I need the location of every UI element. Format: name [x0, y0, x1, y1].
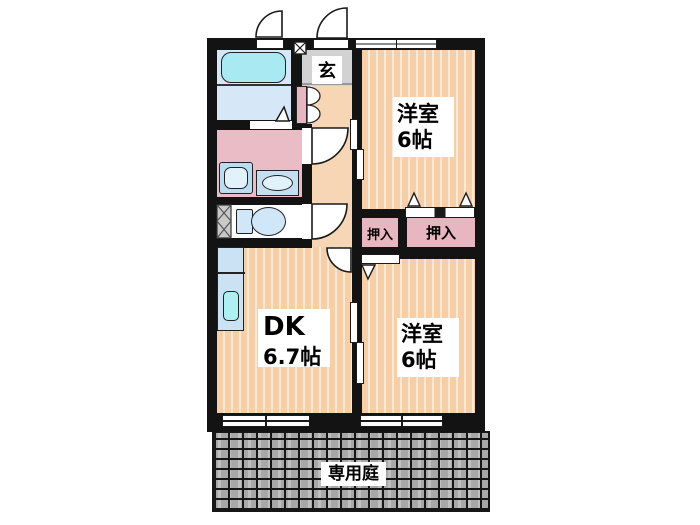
bathroom-divider-line: [217, 84, 291, 86]
wall-left: [207, 38, 217, 432]
sliding-door-top-room-panel-a: [350, 119, 358, 150]
bathroom-door-opening: [250, 121, 292, 129]
wall-toilet-bottom: [217, 238, 312, 248]
western-room-bottom-name: 洋室: [401, 322, 443, 346]
closet-left-fusuma: [361, 254, 400, 264]
kitchen-sink: [223, 291, 239, 321]
washbasin-bowl: [224, 167, 248, 189]
dk-size: 6.7帖: [263, 344, 322, 369]
western-room-top-name: 洋室: [397, 102, 439, 126]
genkan-step-line: [302, 83, 352, 85]
entrance-label: 玄: [312, 56, 342, 84]
western-room-bottom-size: 6帖: [401, 348, 437, 373]
service-door-threshold: [256, 39, 284, 49]
window-room-panel-a: [360, 415, 402, 427]
window-room-panel-b: [402, 415, 443, 427]
wall-washroom-bottom: [217, 197, 312, 205]
sliding-door-dk-panel-b: [356, 342, 364, 384]
sliding-door-dk-panel-a: [350, 302, 358, 343]
entrance-door-arc: [316, 7, 348, 39]
dk-label: DK 6.7帖: [258, 309, 330, 369]
wall-washroom-right: [302, 124, 312, 248]
window-dk-panel-a: [222, 415, 266, 427]
western-room-top-label: 洋室 6帖: [393, 97, 454, 157]
wall-center-vertical: [352, 50, 362, 415]
window-top-left-panel: [355, 39, 397, 49]
washroom-door-opening: [302, 128, 312, 164]
closet-right-fusuma: [405, 207, 475, 218]
washing-machine-drum: [262, 175, 293, 191]
window-dk-panel-b: [266, 415, 310, 427]
service-door-arc: [255, 10, 283, 38]
closet-left-label: 押入: [366, 228, 393, 243]
toilet-bowl: [251, 207, 286, 236]
closet-right-floor: [407, 218, 475, 247]
kitchen-counter: [217, 247, 245, 331]
kitchen-counter-divider: [218, 272, 245, 274]
western-room-top-size: 6帖: [397, 128, 433, 153]
bathtub: [221, 52, 286, 83]
pipe-space-hatch: [216, 204, 232, 239]
garden-label: 専用庭: [321, 462, 386, 486]
hallway-floor: [312, 85, 352, 247]
toilet-door-opening: [302, 204, 312, 239]
closet-right-label: 押入: [425, 224, 456, 242]
shoe-cabinet: [296, 86, 307, 124]
western-room-bottom-label: 洋室 6帖: [397, 318, 459, 377]
wall-right: [475, 38, 485, 432]
entrance-door-threshold: [313, 39, 349, 49]
sliding-door-top-room-panel-b: [356, 149, 364, 180]
dk-name: DK: [263, 312, 305, 342]
closet-left-floor: [362, 218, 398, 247]
washing-machine-pan: [256, 170, 299, 196]
washbasin: [219, 162, 253, 194]
window-top-right-panel: [396, 39, 437, 49]
wall-closet-divider: [398, 209, 407, 248]
